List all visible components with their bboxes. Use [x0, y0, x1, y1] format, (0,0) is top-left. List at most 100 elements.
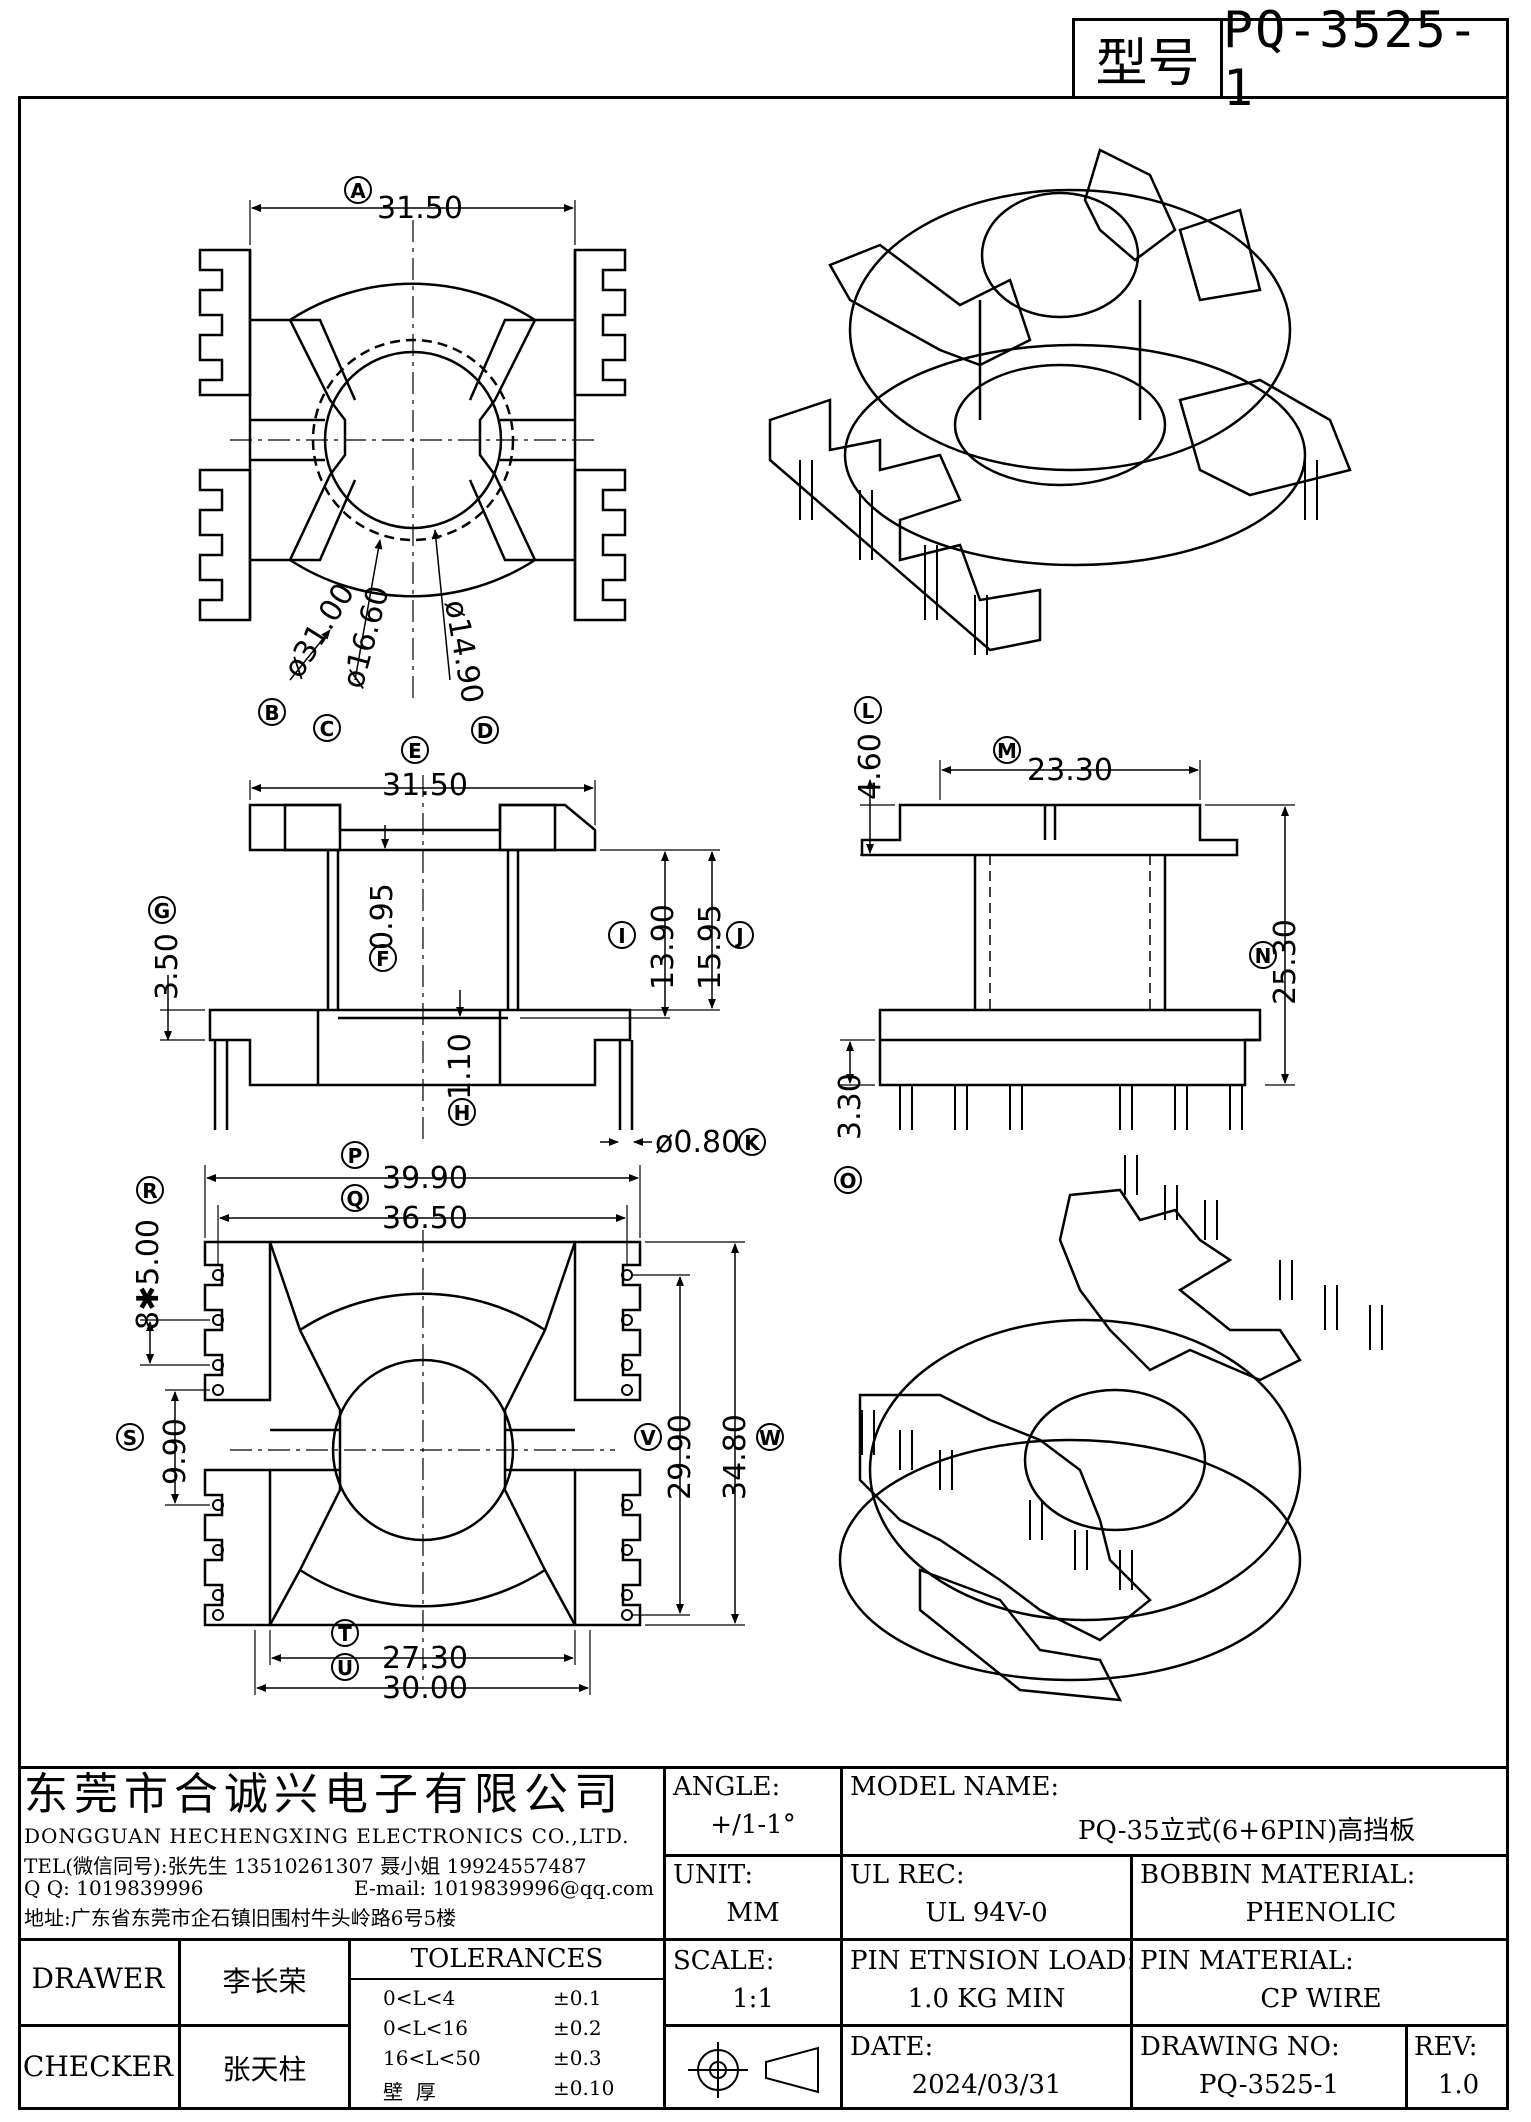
dim-j-value: 15.95: [693, 904, 728, 990]
dim-label-r: R: [142, 1179, 157, 1203]
angle-label: ANGLE:: [673, 1772, 781, 1802]
drawer-name: 李长荣: [222, 1965, 307, 1998]
angle-value: +/1-1°: [710, 1810, 796, 1840]
dim-o-value: 3.30: [833, 1073, 868, 1140]
dim-n-value: 25.30: [1268, 919, 1303, 1005]
tb-hrule-1: [663, 1854, 1509, 1857]
dim-i-value: 13.90: [646, 904, 681, 990]
company-tel: TEL(微信同号):张先生 13510261307 聂小姐 1992455748…: [24, 1854, 587, 1878]
dim-label-b: B: [264, 701, 279, 725]
ul-rec-label: UL REC:: [850, 1860, 965, 1890]
model-name-label: MODEL NAME:: [850, 1772, 1060, 1802]
company-name-en: DONGGUAN HECHENGXING ELECTRONICS CO.,LTD…: [24, 1824, 630, 1848]
dim-k-value: ø0.80: [655, 1125, 740, 1160]
tb-hrule-2: [663, 1938, 1509, 1941]
drawer-label: DRAWER: [31, 1962, 165, 1995]
bobbin-material-value: PHENOLIC: [1245, 1898, 1397, 1928]
bottom-view-labels: P 39.90 Q 36.50 R 8✱5.00 S 9.90 T 27.30 …: [116, 1141, 784, 1706]
side-view: [840, 760, 1295, 1130]
dim-label-w: W: [759, 1426, 781, 1450]
unit-value: MM: [726, 1898, 780, 1928]
scale-value: 1:1: [732, 1984, 774, 2014]
dim-p-value: 39.90: [382, 1161, 468, 1196]
iso-view-bottom: [838, 1155, 1383, 1702]
pin-material-value: CP WIRE: [1260, 1984, 1382, 2014]
unit-label: UNIT:: [673, 1860, 754, 1890]
pin-material-label: PIN MATERIAL:: [1140, 1946, 1354, 1976]
tol-range-4: 壁 厚: [383, 2080, 436, 2104]
pin-tension-value: 1.0 KG MIN: [907, 1984, 1066, 2014]
tolerances-label: TOLERANCES: [410, 1944, 604, 1974]
dim-label-m: M: [997, 739, 1017, 763]
dim-a-value: 31.50: [377, 191, 463, 226]
tol-range-3: 16<L<50: [383, 2046, 481, 2070]
rev-label: REV:: [1414, 2032, 1478, 2062]
tb-hrule-left: [18, 1938, 663, 1941]
tb-hrule-3: [663, 2024, 1509, 2027]
tol-value-3: ±0.3: [553, 2046, 602, 2070]
model-label: 型号: [1075, 21, 1223, 96]
tol-value-2: ±0.2: [553, 2016, 602, 2040]
drawing-sheet: A 31.50 ø31.00 ø16.60 ø14.90 B C D: [116, 148, 1383, 1706]
dim-label-n: N: [1255, 944, 1272, 968]
dim-q-value: 36.50: [382, 1201, 468, 1236]
dim-label-p: P: [348, 1144, 363, 1168]
dim-f-value: 0.95: [365, 883, 400, 950]
tb-vrule-3: [1130, 1854, 1133, 2110]
tol-value-4: ±0.10: [553, 2076, 615, 2100]
dim-r-value: 8✱5.00: [131, 1219, 166, 1330]
front-view: [160, 775, 720, 1146]
side-view-labels: L 4.60 M 23.30 N 25.30 3.30 O: [833, 696, 1303, 1194]
drawing-no-value: PQ-3525-1: [1198, 2070, 1340, 2100]
tb-vrule-left-1: [178, 1938, 181, 2110]
dim-label-j: J: [734, 924, 743, 948]
checker-name: 张天柱: [222, 2053, 307, 2086]
dim-label-l: L: [862, 699, 875, 723]
date-value: 2024/03/31: [911, 2070, 1062, 2100]
tb-hrule-drawer: [18, 2024, 350, 2027]
bottom-view: [140, 1165, 745, 1695]
dim-label-d: D: [477, 719, 494, 743]
tb-vrule-left-2: [348, 1938, 351, 2110]
dim-label-h: H: [454, 1101, 471, 1125]
ul-rec-value: UL 94V-0: [925, 1898, 1048, 1928]
tol-range-2: 0<L<16: [383, 2016, 468, 2040]
iso-view-top: [768, 148, 1352, 655]
dim-label-c: C: [320, 717, 335, 741]
drawing-no-label: DRAWING NO:: [1140, 2032, 1340, 2062]
dim-label-g: G: [154, 899, 170, 923]
dim-label-s: S: [123, 1426, 137, 1450]
dim-g-value: 3.50: [150, 933, 185, 1000]
company-qq: Q Q: 1019839996: [24, 1876, 204, 1900]
dim-label-t: T: [338, 1622, 352, 1646]
checker-label: CHECKER: [22, 2050, 174, 2083]
bobbin-material-label: BOBBIN MATERIAL:: [1140, 1860, 1416, 1890]
dim-w-value: 34.80: [718, 1414, 753, 1500]
drawing-frame: [18, 96, 1509, 2110]
tol-value-1: ±0.1: [553, 1986, 602, 2010]
dim-label-e: E: [408, 739, 422, 763]
dim-l-value: 4.60: [853, 733, 888, 800]
scale-label: SCALE:: [673, 1946, 775, 1976]
dim-label-o: O: [839, 1169, 856, 1193]
dim-label-a: A: [350, 179, 366, 203]
model-name-value: PQ-35立式(6+6PIN)高挡板: [1078, 1816, 1416, 1846]
tb-vrule-4: [1405, 2024, 1408, 2110]
pin-tension-label: PIN ETNSION LOAD:: [850, 1946, 1136, 1976]
date-label: DATE:: [850, 2032, 934, 2062]
dim-t-value: 27.30: [382, 1641, 468, 1676]
dim-h-value: 1.10: [443, 1033, 478, 1100]
tb-tol-rule: [351, 1978, 663, 1980]
dim-label-i: I: [618, 924, 625, 948]
dim-d-value: ø14.90: [437, 597, 490, 706]
dim-label-k: K: [744, 1131, 761, 1155]
tb-top-rule: [18, 1766, 1509, 1769]
title-block: 东莞市合诚兴电子有限公司 DONGGUAN HECHENGXING ELECTR…: [18, 1766, 1509, 2110]
rev-value: 1.0: [1437, 2070, 1480, 2100]
dim-label-u: U: [337, 1656, 353, 1680]
front-view-labels: E 31.50 0.95 F G 3.50 1.10 H I 13.90 15.…: [148, 736, 766, 1160]
tol-range-1: 0<L<4: [383, 1986, 456, 2010]
top-view: [198, 200, 627, 700]
company-address: 地址:广东省东莞市企石镇旧围村牛头岭路6号5楼: [24, 1906, 457, 1930]
projection-symbol-icon: [688, 2042, 819, 2098]
